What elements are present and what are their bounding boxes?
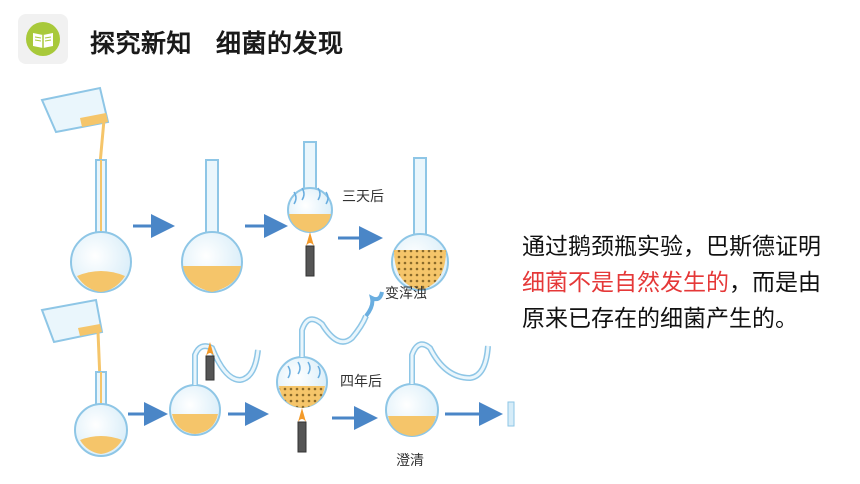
flask-8-clear xyxy=(385,341,491,437)
page-title: 探究新知细菌的发现 xyxy=(90,24,344,60)
label-turbid: 变浑浊 xyxy=(385,286,427,302)
explanation-part1: 通过鹅颈瓶实验，巴斯德证明 xyxy=(522,234,821,260)
logo-badge xyxy=(18,14,68,64)
beaker-pouring-2 xyxy=(40,298,104,381)
flask-6-heating-neck xyxy=(169,342,261,436)
flask-4-turbid xyxy=(391,157,449,291)
flask-1 xyxy=(70,159,132,293)
explanation-part2: ，而是由原来已存在的细菌产生的。 xyxy=(522,270,821,332)
title-main: 探究新知 xyxy=(90,29,193,58)
label-four-years: 四年后 xyxy=(340,374,382,390)
label-three-days: 三天后 xyxy=(342,189,384,205)
book-icon xyxy=(26,22,60,56)
next-flask-edge xyxy=(507,401,515,427)
label-clear: 澄清 xyxy=(396,453,424,469)
flask-2 xyxy=(181,159,243,293)
flask-3-boiling xyxy=(287,141,333,277)
title-subtitle: 细菌的发现 xyxy=(216,29,344,58)
beaker-pouring-1 xyxy=(40,86,110,165)
explanation-text: 通过鹅颈瓶实验，巴斯德证明细菌不是自然发生的，而是由原来已存在的细菌产生的。 xyxy=(522,229,822,337)
flask-5 xyxy=(74,371,128,457)
flask-7-boiling xyxy=(276,291,384,453)
swan-neck-flask-diagram xyxy=(40,86,515,457)
explanation-highlight: 细菌不是自然发生的 xyxy=(522,270,729,296)
